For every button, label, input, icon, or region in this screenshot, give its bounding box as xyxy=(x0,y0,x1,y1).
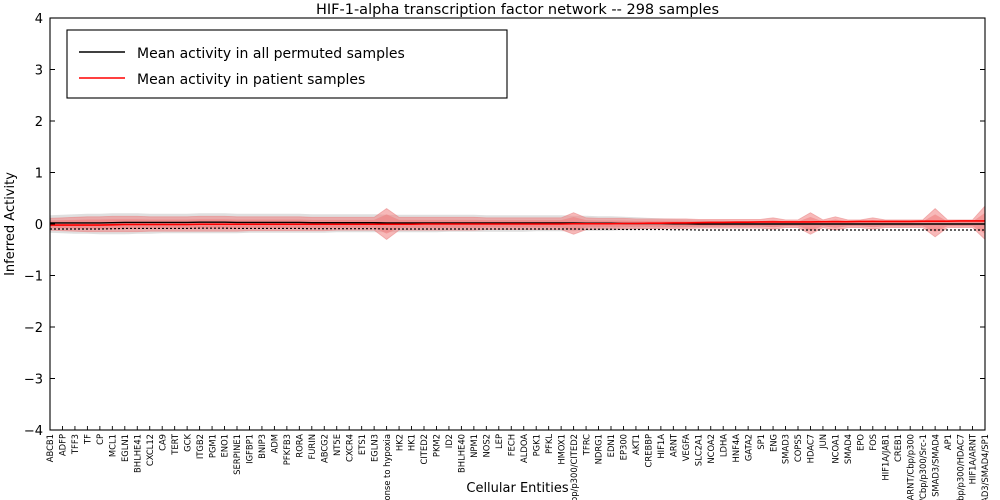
x-tick-label: ABCG2 xyxy=(319,434,329,463)
x-tick-label: SMAD3/SMAD4 xyxy=(930,434,940,497)
y-tick-label: −4 xyxy=(24,424,43,439)
x-tick-label: SMAD3 xyxy=(781,434,791,464)
x-tick-label: FOS xyxy=(868,434,878,451)
y-tick-label: −1 xyxy=(24,270,43,285)
x-tick-label: PFKFB3 xyxy=(282,434,292,465)
y-tick-label: −2 xyxy=(24,321,43,336)
x-tick-label: RORA xyxy=(295,434,305,458)
x-tick-label: ENO1 xyxy=(220,434,230,457)
x-tick-label: CREBBP xyxy=(644,434,654,468)
x-tick-label: Cbp/p300/CITED2 xyxy=(569,434,579,500)
x-tick-label: NOS2 xyxy=(482,434,492,458)
permuted-mean-line xyxy=(50,221,985,225)
x-tick-label: HMOX1 xyxy=(556,434,566,465)
x-tick-label: LEP xyxy=(494,434,504,449)
x-tick-label: ABCB1 xyxy=(45,434,55,462)
x-tick-label: SLC2A1 xyxy=(693,434,703,466)
x-tick-label: PKM2 xyxy=(432,434,442,457)
x-tick-label: BNIP3 xyxy=(257,434,267,459)
x-tick-label: PGK1 xyxy=(531,434,541,456)
x-tick-label: NCOA2 xyxy=(706,434,716,464)
x-tick-label: NT5E xyxy=(332,434,342,456)
x-tick-label: CA9 xyxy=(157,434,167,451)
legend-label: Mean activity in all permuted samples xyxy=(137,46,405,62)
x-tick-label: HK2 xyxy=(394,434,404,451)
x-tick-label: PFKL xyxy=(544,434,554,454)
x-tick-label: SERPINE1 xyxy=(232,434,242,475)
x-tick-label: IGFBP1 xyxy=(245,434,255,464)
x-tick-label: FURIN xyxy=(307,434,317,460)
x-tick-label: HIF1A/ARNT/Cbp/p300/Src-1 xyxy=(918,434,928,500)
x-tick-label: TFF3 xyxy=(70,434,80,455)
x-tick-label: CXCR4 xyxy=(344,434,354,462)
x-tick-label: EDN1 xyxy=(606,434,616,457)
y-tick-label: 1 xyxy=(35,167,43,182)
x-tick-label: HIF1A/ARNT/SMAD3/SMAD4/SP1 xyxy=(980,434,990,500)
x-tick-label: AKT1 xyxy=(631,434,641,455)
x-tick-label: NPM1 xyxy=(469,434,479,458)
x-tick-label: ID2 xyxy=(444,434,454,448)
x-tick-label: HDAC7 xyxy=(806,434,816,463)
x-tick-label: ADFP xyxy=(58,434,68,456)
y-axis-label: Inferred Activity xyxy=(3,172,18,276)
x-tick-label: CP xyxy=(95,434,105,445)
y-tick-label: −3 xyxy=(24,373,43,388)
legend-label: Mean activity in patient samples xyxy=(137,72,365,88)
x-tick-label: EP300 xyxy=(619,434,629,460)
y-tick-label: 2 xyxy=(35,115,43,130)
x-tick-label: HIF1A/ARNT/Cbp/p300 xyxy=(905,434,915,500)
x-tick-label: EGLN1 xyxy=(120,434,130,462)
y-tick-label: 3 xyxy=(35,64,43,79)
x-tick-label: PGM1 xyxy=(207,434,217,458)
x-tick-label: ADM xyxy=(270,434,280,453)
x-tick-label: BHLHE41 xyxy=(132,434,142,473)
x-tick-label: VEGFA xyxy=(681,434,691,462)
x-tick-label: FECH xyxy=(506,434,516,456)
x-tick-label: JUN xyxy=(818,434,828,450)
x-tick-label: GATA2 xyxy=(743,434,753,461)
patient-mean-line xyxy=(50,220,985,226)
x-tick-label: HIF1A xyxy=(656,434,666,459)
x-tick-label: HNF4A xyxy=(731,434,741,463)
x-axis-label: Cellular Entities xyxy=(466,481,568,496)
x-tick-label: ITGB2 xyxy=(195,434,205,459)
legend-box xyxy=(66,29,508,99)
x-tick-label: GCK xyxy=(182,434,192,452)
chart-title: HIF-1-alpha transcription factor network… xyxy=(316,2,719,18)
x-tick-label: ALDOA xyxy=(519,434,529,463)
y-tick-label: 4 xyxy=(35,12,43,27)
x-tick-label: SP1 xyxy=(756,434,766,450)
x-tick-label: TF xyxy=(83,434,93,445)
x-tick-label: TFRC xyxy=(581,434,591,456)
legend: Mean activity in all permuted samplesMea… xyxy=(66,29,508,99)
y-tick-label: 0 xyxy=(35,218,43,233)
x-tick-label: EGLN3 xyxy=(369,434,379,462)
x-tick-label: ETS1 xyxy=(357,434,367,455)
x-tick-label: CITED2 xyxy=(419,434,429,465)
x-tick-label: HIF1A/JAB1 xyxy=(880,434,890,481)
x-tick-label: AP1 xyxy=(943,434,953,450)
x-tick-label: ARNT xyxy=(669,433,679,457)
x-tick-label: LDHA xyxy=(718,434,728,457)
x-tick-label: NCOA1 xyxy=(831,434,841,464)
x-tick-label: EPO xyxy=(856,434,866,451)
x-tick-label: HIF1A/ARNT xyxy=(968,433,978,484)
x-tick-label: BHLHE40 xyxy=(457,434,467,473)
x-tick-label: response to hypoxia xyxy=(382,434,392,500)
x-tick-label: HK1 xyxy=(407,434,417,451)
x-tick-label: SMAD4 xyxy=(843,434,853,464)
x-tick-label: HIF1A/ARNT/Cbp/p300/HDAC7 xyxy=(955,434,965,500)
x-tick-label: MCL1 xyxy=(108,434,118,457)
x-tick-label: CXCL12 xyxy=(145,434,155,466)
x-tick-label: COPS5 xyxy=(793,434,803,462)
x-tick-label: NDRG1 xyxy=(594,434,604,464)
x-tick-label: ENG xyxy=(768,434,778,452)
x-tick-label: CREB1 xyxy=(893,434,903,462)
x-tick-label: TERT xyxy=(170,433,180,456)
